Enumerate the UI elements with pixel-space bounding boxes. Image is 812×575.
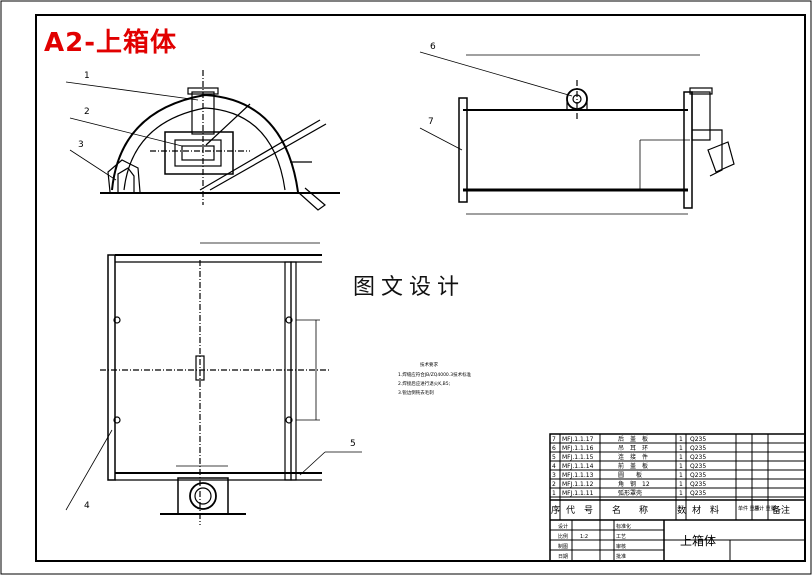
date-label: 日期	[558, 554, 568, 560]
scale-label: 比例	[558, 533, 568, 540]
part-row-material: Q235	[690, 463, 706, 470]
parts-header: 序 代 号 名 称 数 材 料 单件 重量 总计 重量 备注	[551, 504, 790, 516]
audit-label: 审核	[616, 543, 626, 550]
header-name: 名 称	[612, 504, 648, 516]
title-block: 设计 标准化 比例 1:2 工艺 制图 审核 日期 批准 上箱体	[558, 523, 716, 560]
part-row-material: Q235	[690, 454, 706, 461]
part-row-code: MFJ.1.1.17	[562, 436, 594, 443]
header-no: 序	[551, 504, 560, 516]
tech-requirements: 技术要求 1.焊缝应符合JB/ZQ4000.3技术标准 2.焊接后应进行退火K,…	[398, 361, 472, 396]
callout-2: 2	[84, 107, 90, 117]
part-row-name: 弧形罩壳	[618, 489, 642, 497]
part-row-qty: 1	[679, 490, 683, 497]
part-row-material: Q235	[690, 481, 706, 488]
part-row-code: MFJ.1.1.12	[562, 481, 594, 488]
scale-value: 1:2	[580, 534, 588, 540]
top-view	[100, 242, 330, 525]
front-view	[100, 70, 340, 211]
part-row-name: 角 钢 12	[618, 480, 650, 488]
drawing-title: A2-上箱体	[44, 28, 178, 58]
inner-border	[35, 14, 806, 562]
part-row-qty: 1	[679, 472, 683, 479]
part-row-qty: 1	[679, 436, 683, 443]
tech-requirements-line-3: 3.锐边倒钝去毛刺	[398, 389, 434, 396]
leader-lines	[65, 51, 573, 511]
part-row-qty: 1	[679, 454, 683, 461]
part-row-no: 1	[552, 490, 556, 497]
check-label: 标准化	[616, 523, 631, 530]
header-qty: 数	[677, 504, 686, 516]
callout-labels: 1 2 3 4 5 6 7	[78, 42, 436, 511]
part-row-material: Q235	[690, 472, 706, 479]
part-row-no: 5	[552, 454, 556, 461]
header-material: 材 料	[692, 504, 719, 516]
header-weight: 单件 重量	[738, 505, 760, 512]
part-row-no: 7	[552, 436, 556, 443]
designer-label: 设计	[558, 523, 568, 530]
parts-list-table	[549, 433, 806, 562]
part-row-no: 6	[552, 445, 556, 452]
part-row-code: MFJ.1.1.13	[562, 472, 594, 479]
part-row-no: 3	[552, 472, 556, 479]
part-row-material: Q235	[690, 445, 706, 452]
part-name: 上箱体	[680, 533, 716, 548]
tech-requirements-line-1: 1.焊缝应符合JB/ZQ4000.3技术标准	[398, 371, 472, 378]
part-row-material: Q235	[690, 490, 706, 497]
callout-7: 7	[428, 117, 434, 127]
callout-4: 4	[84, 501, 90, 511]
tech-requirements-line-2: 2.焊接后应进行退火K,B5;	[398, 380, 450, 387]
part-row-code: MFJ.1.1.11	[562, 490, 594, 497]
header-total: 总计 重量	[754, 505, 776, 512]
header-code: 代 号	[566, 505, 593, 516]
part-row-name: 前 盖 板	[618, 462, 648, 470]
approve-label: 批准	[616, 553, 626, 560]
part-row-qty: 1	[679, 463, 683, 470]
callout-5: 5	[350, 439, 356, 449]
part-row-code: MFJ.1.1.14	[562, 463, 594, 470]
part-row-code: MFJ.1.1.16	[562, 445, 594, 452]
callout-6: 6	[430, 42, 436, 52]
part-row-qty: 1	[679, 445, 683, 452]
process-label: 工艺	[616, 534, 626, 540]
drawn-label: 制图	[558, 543, 568, 550]
header-remark: 备注	[772, 504, 790, 516]
part-row-name: 后 盖 板	[618, 435, 648, 443]
tech-requirements-heading: 技术要求	[420, 361, 438, 368]
part-row-no: 4	[552, 463, 556, 470]
part-row-name: 吊 耳 环	[618, 445, 648, 452]
part-row-qty: 1	[679, 481, 683, 488]
callout-1: 1	[84, 71, 90, 81]
callout-3: 3	[78, 140, 84, 150]
part-row-code: MFJ.1.1.15	[562, 454, 594, 461]
part-row-material: Q235	[690, 436, 706, 443]
part-row-name: 连 接 件	[618, 453, 648, 461]
part-row-name: 圆 板	[618, 471, 642, 479]
part-row-no: 2	[552, 481, 556, 488]
side-view	[458, 54, 735, 215]
watermark-text: 图文设计	[334, 270, 484, 306]
